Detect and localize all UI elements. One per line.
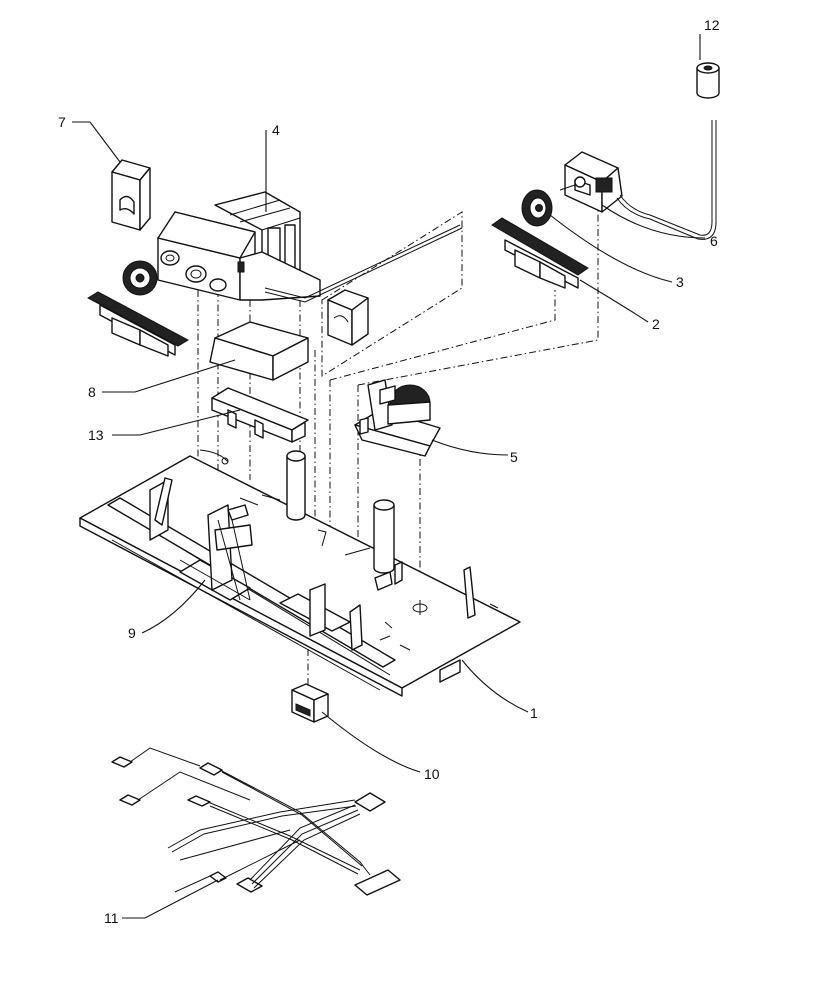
part-1-control-base [79,449,521,697]
part-6-thermostat [559,120,717,240]
part-7-foam-block [111,159,151,231]
callout-6: 6 [710,233,718,249]
part-3-right-gear [521,189,553,227]
callout-2: 2 [652,316,660,332]
part-4-damper-housing [157,191,463,303]
callout-7: 7 [58,114,66,130]
callout-5: 5 [510,449,518,465]
part-2-right-rack [491,217,589,289]
callout-11: 11 [104,910,119,926]
callout-labels: 7 4 12 6 3 2 5 8 13 9 1 10 11 [58,17,720,926]
part-5-damper-control [354,379,441,457]
callout-8: 8 [88,384,96,400]
callout-12: 12 [704,17,720,33]
leader-lines [72,34,706,919]
part-13-bracket [211,387,309,443]
part-10-switch [291,683,329,723]
callout-4: 4 [272,122,280,138]
base-posts [286,450,395,574]
part-12-sensor [696,62,720,99]
callout-1: 1 [530,705,538,721]
small-foam-block [327,289,369,346]
part-8-pad [209,321,309,381]
left-rack [86,291,190,357]
callout-10: 10 [424,766,440,782]
part-11-wire-harness [111,747,401,896]
callout-3: 3 [676,274,684,290]
callout-9: 9 [128,625,136,641]
callout-13: 13 [88,427,104,443]
left-gear [122,260,158,296]
